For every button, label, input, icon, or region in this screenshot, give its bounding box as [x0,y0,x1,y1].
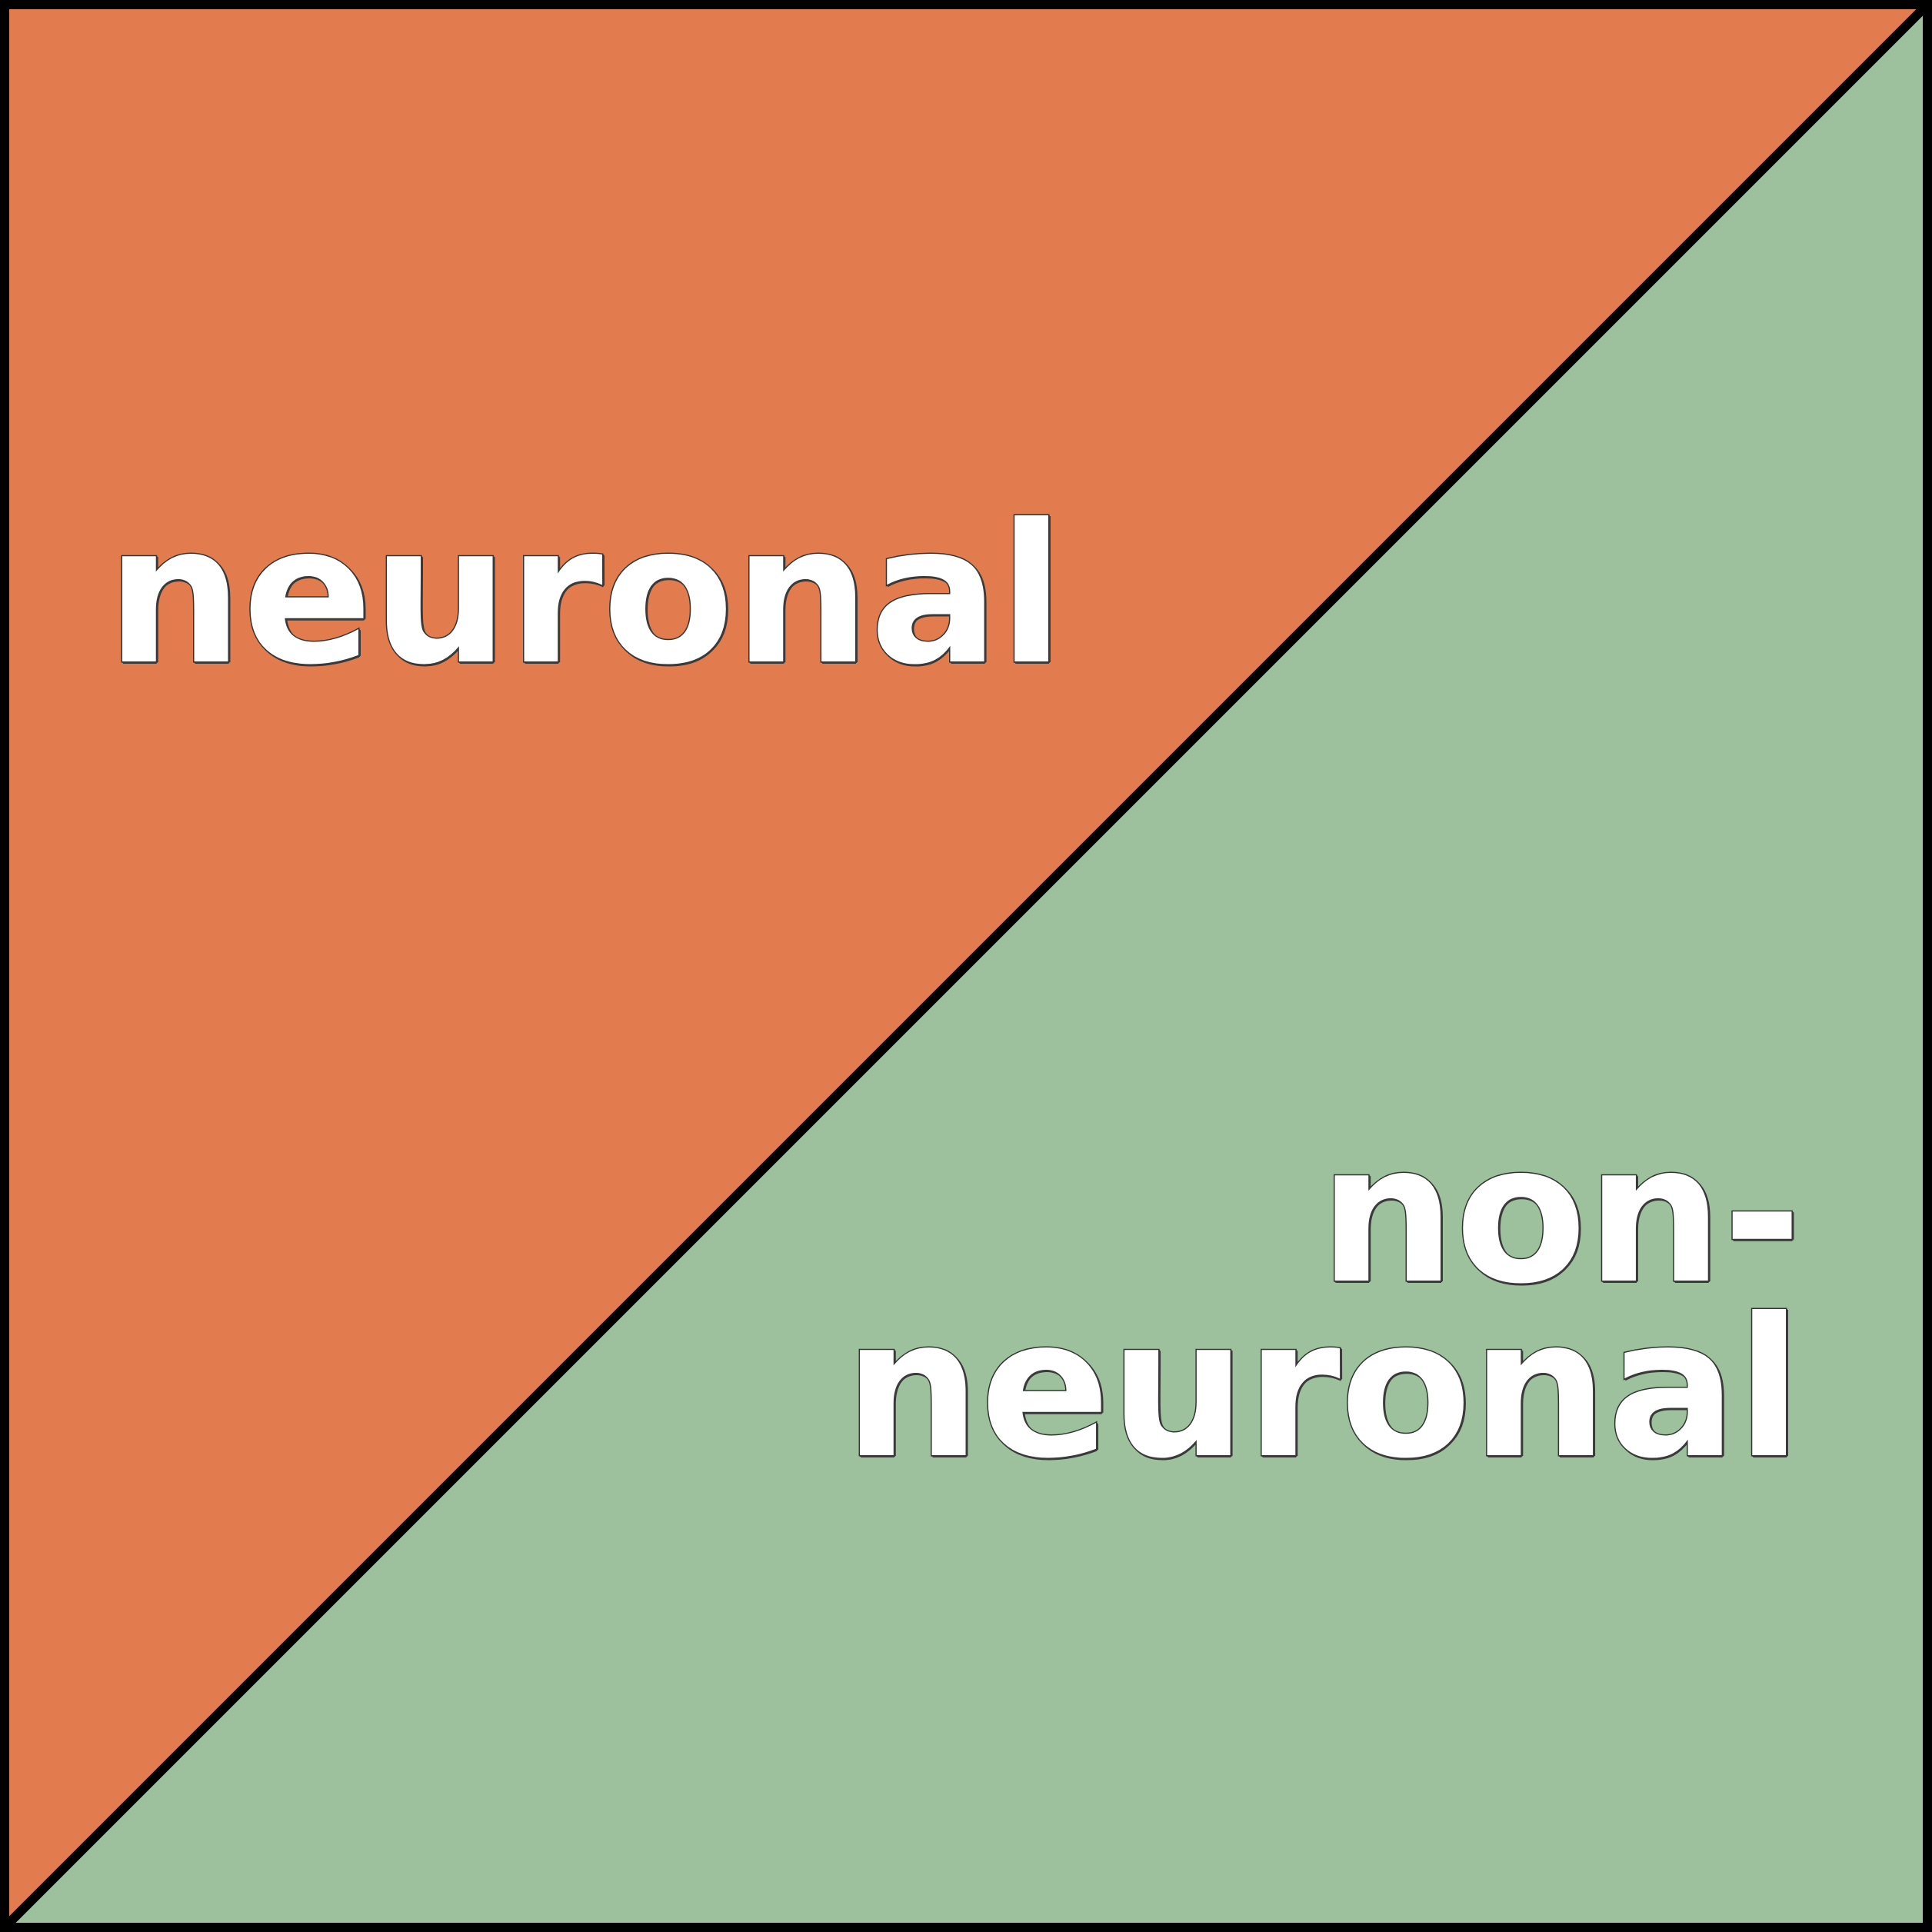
diagonal-divider-line [5,5,1927,1927]
region-label-neuronal: neuronal [105,483,1066,707]
region-label-non-neuronal: non- neuronal [843,1102,1804,1501]
